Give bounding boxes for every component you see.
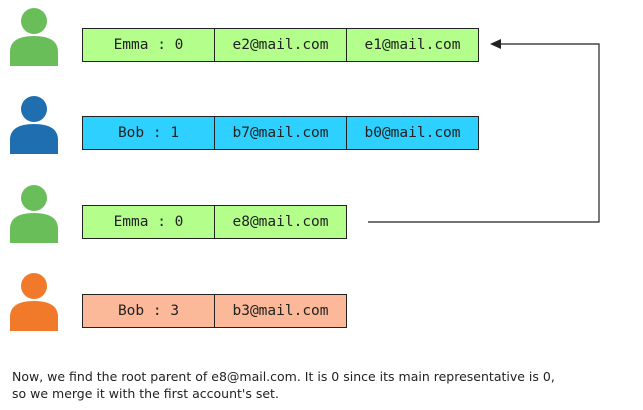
merge-arrow-line <box>368 43 600 223</box>
person-icon <box>10 185 58 243</box>
person-icon <box>10 96 58 154</box>
caption-line-2: so we merge it with the first account's … <box>12 386 279 401</box>
account-name-cell: Emma : 0 <box>82 28 215 62</box>
avatar-body <box>10 36 58 66</box>
person-icon <box>10 273 58 331</box>
account-name-cell: Emma : 0 <box>82 205 215 239</box>
avatar-body <box>10 301 58 331</box>
email-cell: b0@mail.com <box>346 116 479 150</box>
account-row: Bob : 1 b7@mail.com b0@mail.com <box>82 116 479 150</box>
email-cell: b3@mail.com <box>214 294 347 328</box>
caption-line-1: Now, we find the root parent of e8@mail.… <box>12 369 555 384</box>
avatar-head <box>21 185 47 211</box>
merge-arrow-head <box>490 39 501 49</box>
account-name-cell: Bob : 3 <box>82 294 215 328</box>
email-cell: b7@mail.com <box>214 116 347 150</box>
avatar-body <box>10 124 58 154</box>
avatar-head <box>21 273 47 299</box>
caption: Now, we find the root parent of e8@mail.… <box>12 368 637 402</box>
avatar-head <box>21 96 47 122</box>
account-row: Emma : 0 e8@mail.com <box>82 205 347 239</box>
email-cell: e1@mail.com <box>346 28 479 62</box>
avatar-head <box>21 8 47 34</box>
email-cell: e8@mail.com <box>214 205 347 239</box>
avatar-body <box>10 213 58 243</box>
person-icon <box>10 8 58 66</box>
account-row: Bob : 3 b3@mail.com <box>82 294 347 328</box>
account-row: Emma : 0 e2@mail.com e1@mail.com <box>82 28 479 62</box>
